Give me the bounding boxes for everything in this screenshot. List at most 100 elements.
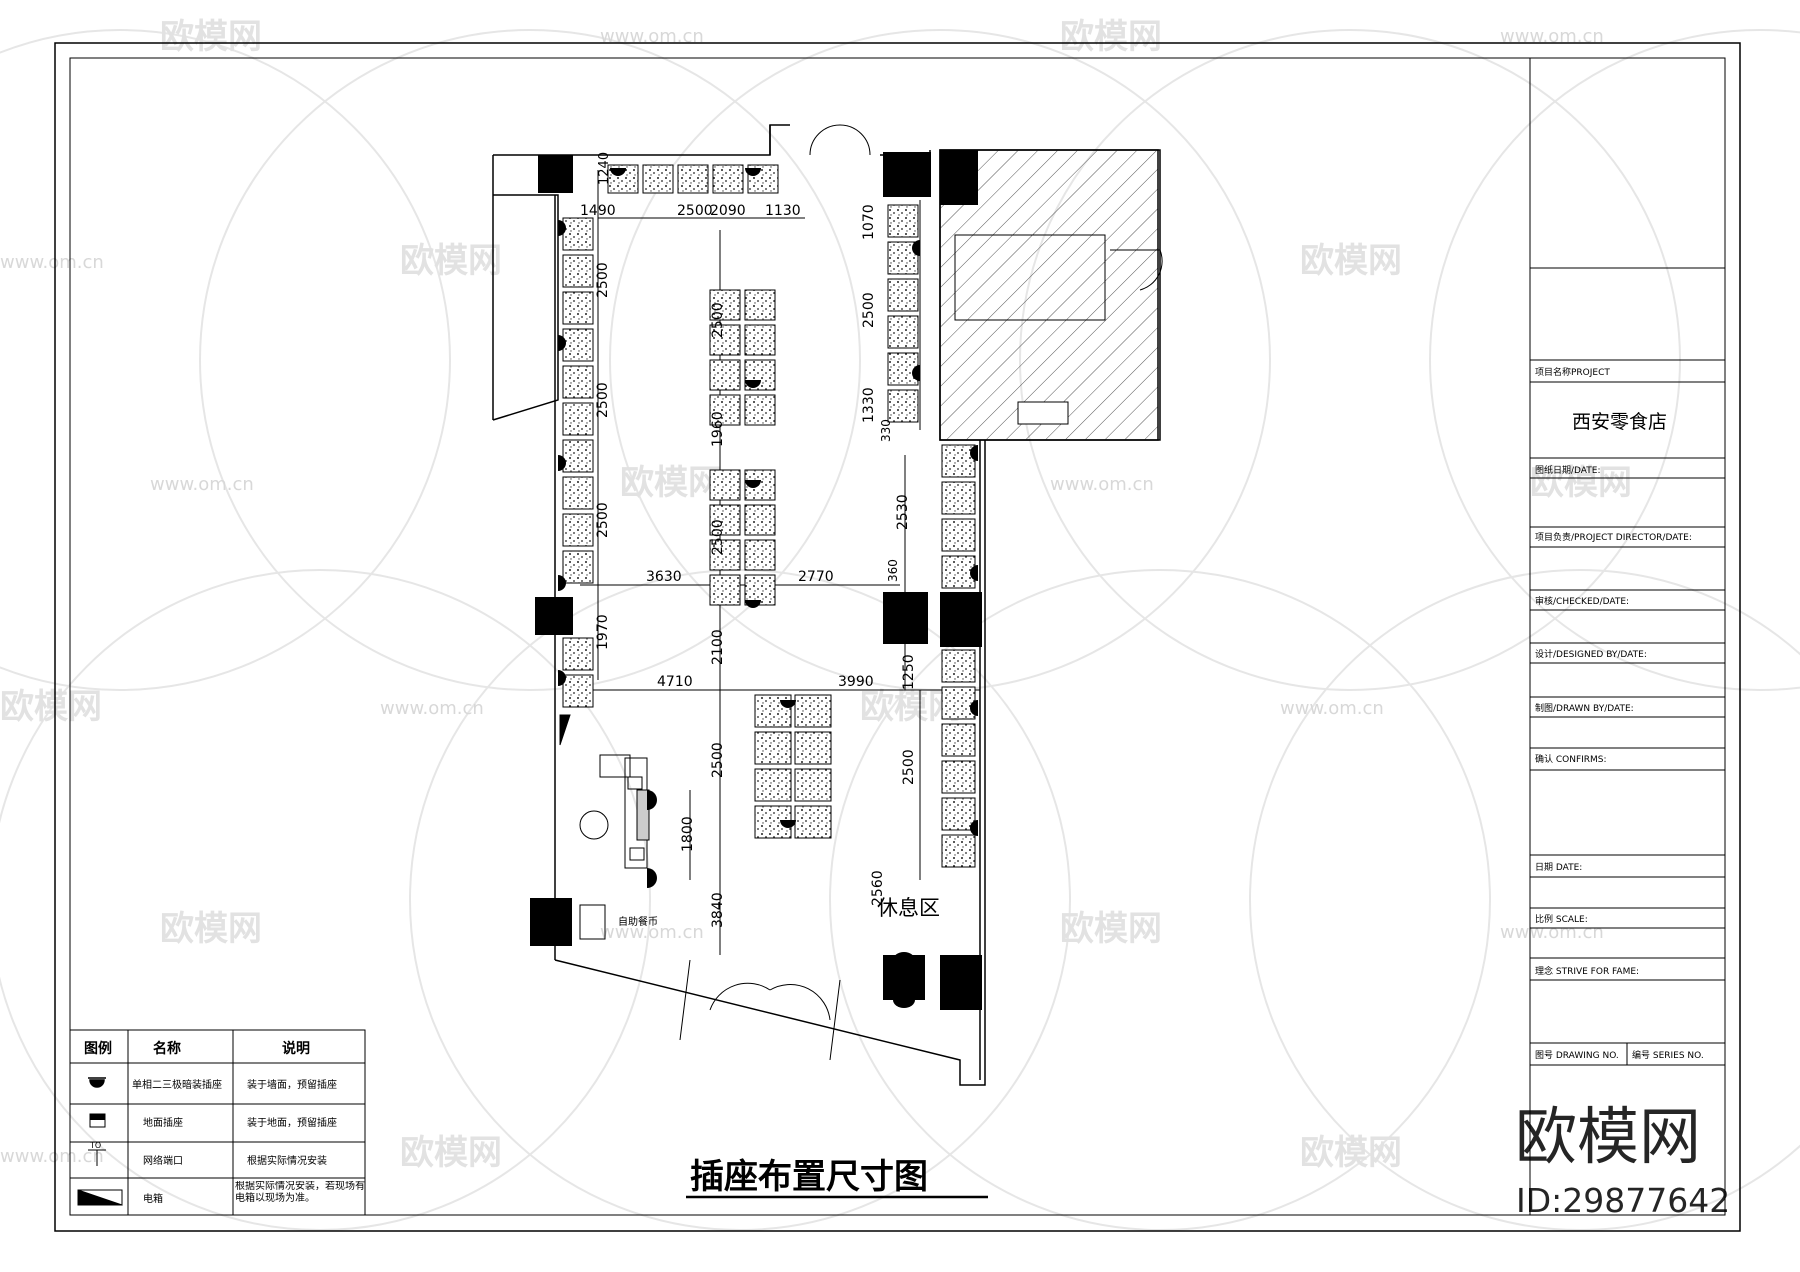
legend-table [69,1029,366,1216]
outer-border [54,42,1741,1232]
scale-label: 比例 SCALE: [1535,913,1588,925]
network-port-icon: TO [88,1141,106,1166]
legend-row-1-note: 装于地面，预留插座 [247,1116,337,1129]
watermark-brand: 欧模网 [160,909,262,949]
id-watermark: ID:29877642 [1516,1181,1730,1220]
dim-horizontal-0: 3630 [646,569,682,585]
storage-door [1110,249,1163,291]
drawing-date-label: 图纸日期/DATE: [1535,464,1600,476]
dim-right-4: 2530 [895,494,911,530]
legend-row-3-name: 电箱 [143,1192,163,1205]
watermark-arcs [0,29,1800,1231]
storage-room [939,149,1159,441]
watermark-url: www.om.cn [1500,26,1604,47]
dim-center-0: 2500 [710,302,726,338]
watermark-url: www.om.cn [1500,922,1604,943]
dim-center-2: 2500 [710,519,726,555]
legend-row-2-name: 网络端口 [143,1154,183,1167]
rest-table [883,960,925,1000]
wall-socket-icon [88,1077,106,1088]
dim-horizontal-2: 4710 [657,674,693,690]
watermark-brand: 欧模网 [400,241,502,281]
designed-label: 设计/DESIGNED BY/DATE: [1535,648,1647,660]
dim-right-8: 2560 [870,870,886,906]
watermark-brand: 欧模网 [400,1133,502,1173]
watermark-url: www.om.cn [380,698,484,719]
dim-horizontal-3: 3990 [838,674,874,690]
legend-row-0-note: 装于墙面，预留插座 [247,1078,337,1091]
dim-right-6: 1250 [901,654,917,690]
legend-row-3-note-wrap: 根据实际情况安装，若现场有电箱以现场为准。 [235,1181,365,1204]
project-name: 西安零食店 [1572,411,1667,433]
legend-row-3-note: 根据实际情况安装，若现场有电箱以现场为准。 [235,1181,365,1204]
electric-box-icon [77,1189,123,1206]
dim-center-4: 2500 [710,742,726,778]
drawing-no-label: 图号 DRAWING NO. [1535,1050,1619,1061]
legend-rows: 单相二三极暗装插座 装于墙面，预留插座 地面插座 装于地面，预留插座 网络端口 … [132,1078,337,1205]
dim-center-6: 1800 [680,816,696,852]
dim-left-3: 1970 [595,614,611,650]
dim-top-3: 2090 [710,203,746,219]
watermark-brand: 欧模网 [1530,463,1632,503]
dimension-texts: 1240 1490 2500 2090 1130 2500 2500 2500 … [580,152,917,928]
title-block [1529,57,1726,1216]
floor-socket-icon [89,1113,106,1128]
dim-left-0: 2500 [595,262,611,298]
watermark-brand: 欧模网 [1060,17,1162,57]
watermark-url: www.om.cn [0,1146,104,1167]
checked-label: 审核/CHECKED/DATE: [1535,595,1629,607]
self-checkout-label: 自助餐币 [618,915,658,928]
watermark-brand: 欧模网 [1060,909,1162,949]
watermark-urls: www.om.cn www.om.cn www.om.cn www.om.cn … [0,26,1604,1167]
dim-center-3: 2100 [710,629,726,665]
watermark-brand: 欧模网 [1300,241,1402,281]
wall-sockets [558,168,978,836]
watermark-texts: 欧模网 欧模网 欧模网 欧模网 欧模网 欧模网 欧模网 欧模网 欧模网 欧模网 … [0,17,1632,1173]
confirms-label: 确认 CONFIRMS: [1535,753,1607,765]
legend-headers: 图例 名称 说明 [84,1040,310,1057]
svg-text:TO: TO [89,1141,101,1150]
watermark-url: www.om.cn [150,474,254,495]
dim-center-5: 3840 [710,892,726,928]
watermark-url: www.om.cn [1280,698,1384,719]
watermark-url: www.om.cn [1050,474,1154,495]
legend-header-note: 说明 [282,1040,310,1057]
title-block-labels: 项目名称PROJECT 图纸日期/DATE: 项目负责/PROJECT DIRE… [1535,366,1704,1061]
drawn-label: 制图/DRAWN BY/DATE: [1535,702,1634,714]
dim-right-7: 2500 [901,749,917,785]
brand-watermark: 欧模网 [1515,1100,1701,1173]
dim-top-0: 1240 [597,152,612,185]
dim-right-1: 2500 [861,292,877,328]
dim-top-4: 1130 [765,203,801,219]
dim-right-3: 330 [879,419,893,442]
watermark-brand: 欧模网 [160,17,262,57]
watermark-brand: 欧模网 [1300,1133,1402,1173]
watermark-url: www.om.cn [600,26,704,47]
watermark-url: www.om.cn [600,922,704,943]
cashier-counter [559,714,650,940]
legend-header-symbol: 图例 [84,1040,112,1057]
series-no-label: 编号 SERIES NO. [1632,1049,1704,1061]
watermark-url: www.om.cn [0,252,104,273]
shelves [562,164,976,868]
dim-center-1: 1960 [710,411,726,447]
director-label: 项目负责/PROJECT DIRECTOR/DATE: [1535,531,1692,543]
project-label: 项目名称PROJECT [1535,366,1610,378]
dim-right-2: 1330 [861,387,877,423]
drawing-title: 插座布置尺寸图 [690,1157,928,1197]
watermark-brand: 欧模网 [620,463,722,503]
slogan-label: 理念 STRIVE FOR FAME: [1535,965,1639,977]
storage-inner [954,234,1106,321]
dim-top-2: 2500 [677,203,713,219]
storage-sink [1017,401,1069,425]
rest-chairs [893,952,915,1008]
watermark-brand: 欧模网 [0,687,102,727]
legend-row-0-name: 单相二三极暗装插座 [132,1078,222,1091]
dim-left-2: 2500 [595,502,611,538]
cashier-sockets [647,790,657,888]
rest-area-label: 休息区 [877,896,940,920]
dim-top-1: 1490 [580,203,616,219]
date-label: 日期 DATE: [1535,862,1582,873]
legend-header-name: 名称 [153,1040,181,1057]
